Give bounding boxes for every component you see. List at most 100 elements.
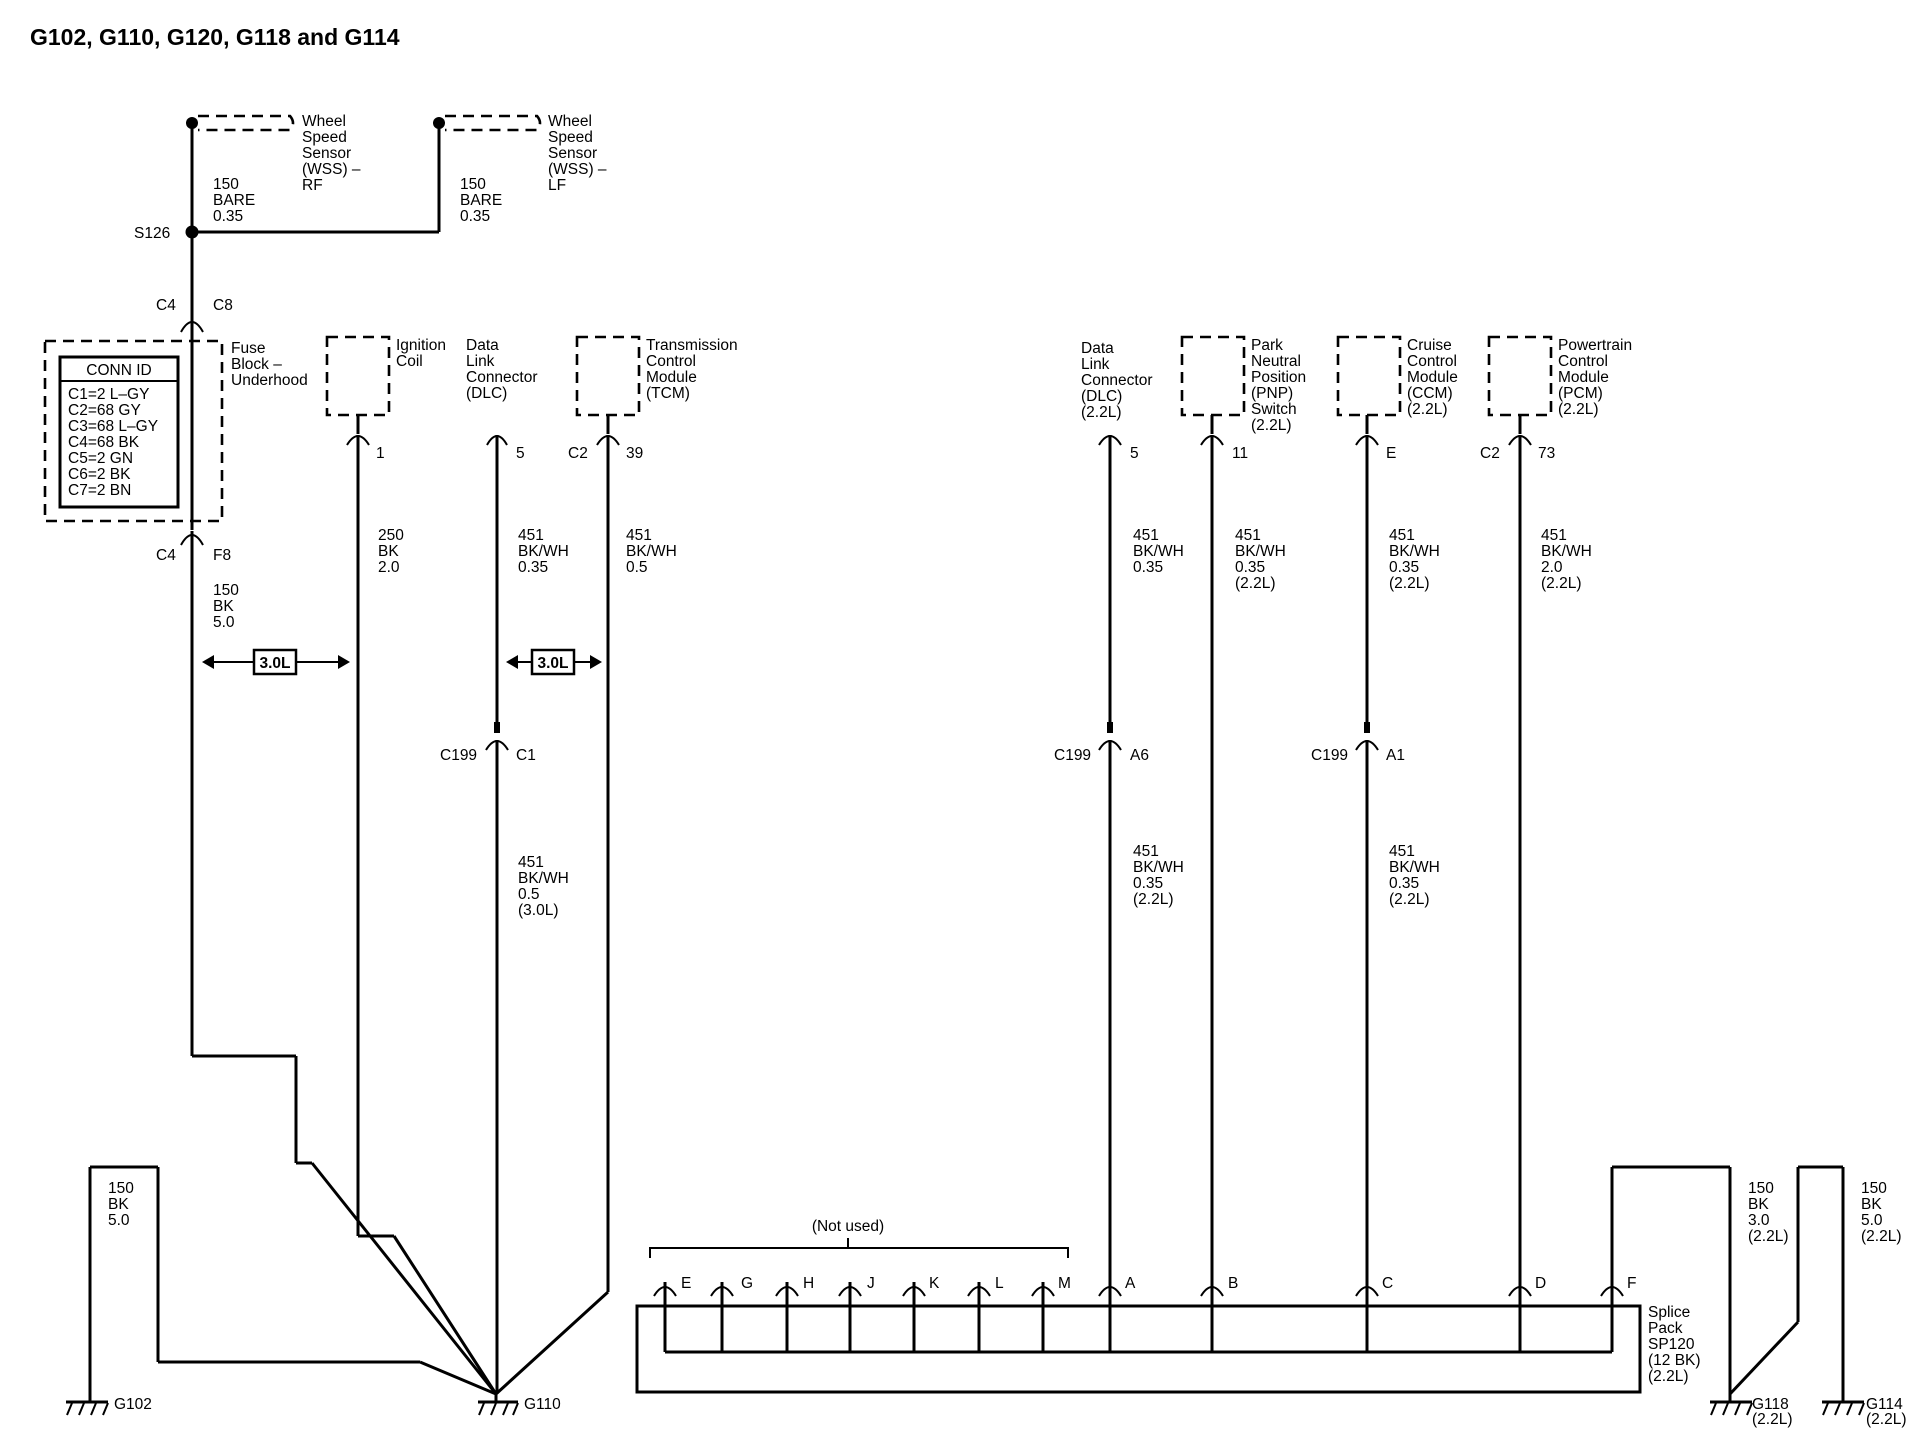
wire-label-dlc22: 451 BK/WH 0.35 bbox=[1133, 527, 1188, 576]
splice-pin-a-label: A bbox=[1125, 1275, 1136, 1292]
splice-pin-m bbox=[1031, 1282, 1055, 1352]
pin-c1: C1 bbox=[516, 747, 536, 764]
splice-s126-label: S126 bbox=[134, 225, 170, 242]
splice-pin-b-label: B bbox=[1228, 1275, 1238, 1292]
wss-rf-label: Wheel Speed Sensor (WSS) – RF bbox=[302, 113, 365, 194]
splice-pin-f bbox=[1600, 1282, 1624, 1352]
conn-id-table: CONN ID C1=2 L–GY C2=68 GY C3=68 L–GY C4… bbox=[58, 355, 180, 509]
option-tag-left: 3.0L bbox=[202, 648, 350, 676]
splice-pin-g-label: G bbox=[741, 1275, 753, 1292]
wss-wires bbox=[185, 123, 441, 318]
splice-pin-f-label: F bbox=[1627, 1275, 1636, 1292]
pnp-wire bbox=[1200, 415, 1224, 1282]
splice-pin-j bbox=[838, 1282, 862, 1352]
splice-pin-l bbox=[967, 1282, 991, 1352]
wire-label-wss-lf: 150 BARE 0.35 bbox=[460, 176, 507, 225]
pin-pnp-11: 11 bbox=[1232, 445, 1248, 462]
dlc-22-label: Data Link Connector (DLC) (2.2L) bbox=[1081, 340, 1157, 421]
pin-c8: C8 bbox=[213, 297, 233, 314]
splice-pin-e-label: E bbox=[681, 1275, 691, 1292]
splice-pin-l-label: L bbox=[995, 1275, 1004, 1292]
pnp-switch-outline bbox=[1180, 335, 1246, 417]
ccm-outline bbox=[1336, 335, 1402, 417]
option-tag-right: 3.0L bbox=[506, 648, 602, 676]
not-used-bracket bbox=[649, 1238, 1069, 1258]
wire-label-fuse-out: 150 BK 5.0 bbox=[213, 582, 243, 631]
wire-label-ign: 250 BK 2.0 bbox=[378, 527, 408, 576]
pin-tcm-39: 39 bbox=[626, 445, 643, 462]
wire-label-g102: 150 BK 5.0 bbox=[108, 1180, 138, 1229]
ignition-coil-label: Ignition Coil bbox=[396, 337, 450, 370]
splice-pin-k bbox=[902, 1282, 926, 1352]
tcm-wire bbox=[494, 415, 620, 1396]
pin-ign-1: 1 bbox=[376, 445, 385, 462]
g118-wire bbox=[1610, 1165, 1732, 1394]
wire-label-dlc-lower: 451 BK/WH 0.5 (3.0L) bbox=[518, 854, 573, 919]
splice-pin-g bbox=[710, 1282, 734, 1352]
pnp-switch-label: Park Neutral Position (PNP) Switch (2.2L… bbox=[1251, 337, 1310, 434]
wire-label-g114: 150 BK 5.0 (2.2L) bbox=[1861, 1180, 1902, 1245]
wire-label-ccm-lower: 451 BK/WH 0.35 (2.2L) bbox=[1389, 843, 1444, 908]
conn-id-rows: C1=2 L–GY C2=68 GY C3=68 L–GY C4=68 BK C… bbox=[68, 386, 162, 499]
ground-g118-label: G118 (2.2L) bbox=[1752, 1396, 1793, 1428]
fuse-block-label: Fuse Block – Underhood bbox=[231, 340, 308, 389]
g102-wire bbox=[88, 1165, 497, 1402]
splice-pin-k-label: K bbox=[929, 1275, 940, 1292]
pin-c199-dlc22: C199 bbox=[1054, 747, 1091, 764]
wire-label-wss-rf: 150 BARE 0.35 bbox=[213, 176, 260, 225]
pcm-wire bbox=[1508, 415, 1532, 1282]
ground-g102-label: G102 bbox=[114, 1396, 152, 1413]
dlc-wire bbox=[485, 435, 509, 1394]
ignition-coil-outline bbox=[325, 335, 391, 417]
tcm-outline bbox=[575, 335, 641, 417]
fuse-block-wire bbox=[180, 318, 498, 1395]
ccm-label: Cruise Control Module (CCM) (2.2L) bbox=[1407, 337, 1462, 418]
pin-c199-ccm: C199 bbox=[1311, 747, 1348, 764]
pin-tcm-c2: C2 bbox=[568, 445, 588, 462]
pin-pcm-c2: C2 bbox=[1480, 445, 1500, 462]
splice-pin-b bbox=[1200, 1282, 1224, 1352]
option-tag-left-label: 3.0L bbox=[259, 655, 290, 672]
pin-pcm-73: 73 bbox=[1538, 445, 1555, 462]
pin-c4-top: C4 bbox=[156, 297, 176, 314]
dlc-label: Data Link Connector (DLC) bbox=[466, 337, 542, 402]
wire-label-pnp: 451 BK/WH 0.35 (2.2L) bbox=[1235, 527, 1290, 592]
splice-pin-d bbox=[1508, 1282, 1532, 1352]
splice-pin-c-label: C bbox=[1382, 1275, 1393, 1292]
splice-pin-c bbox=[1355, 1282, 1379, 1352]
ground-g118-icon bbox=[1710, 1394, 1753, 1416]
wire-label-dlc: 451 BK/WH 0.35 bbox=[518, 527, 573, 576]
wire-label-ccm: 451 BK/WH 0.35 (2.2L) bbox=[1389, 527, 1444, 592]
splice-pin-e bbox=[653, 1282, 677, 1352]
ignition-coil-wire bbox=[346, 415, 498, 1395]
splice-pin-h bbox=[775, 1282, 799, 1352]
option-tag-right-label: 3.0L bbox=[537, 655, 568, 672]
splice-pin-a bbox=[1098, 1282, 1122, 1352]
ground-g102-icon bbox=[66, 1400, 109, 1416]
g114-wire bbox=[1728, 1165, 1845, 1402]
splice-pin-d-label: D bbox=[1535, 1275, 1546, 1292]
pin-dlc22-5: 5 bbox=[1130, 445, 1139, 462]
wire-label-pcm: 451 BK/WH 2.0 (2.2L) bbox=[1541, 527, 1596, 592]
pin-ccm-e: E bbox=[1386, 445, 1396, 462]
tcm-label: Transmission Control Module (TCM) bbox=[646, 337, 742, 402]
splice-pack-label: Splice Pack SP120 (12 BK) (2.2L) bbox=[1648, 1304, 1705, 1385]
splice-pin-m-label: M bbox=[1058, 1275, 1071, 1292]
ground-g110-icon bbox=[478, 1394, 519, 1416]
not-used-label: (Not used) bbox=[812, 1218, 884, 1235]
pin-dlc-5: 5 bbox=[516, 445, 525, 462]
pin-c199-dlc: C199 bbox=[440, 747, 477, 764]
pin-a1: A1 bbox=[1386, 747, 1405, 764]
ccm-wire bbox=[1355, 415, 1379, 1282]
wire-label-tcm: 451 BK/WH 0.5 bbox=[626, 527, 681, 576]
splice-pin-j-label: J bbox=[867, 1275, 875, 1292]
splice-pack-outline bbox=[635, 1304, 1642, 1394]
dlc-22-wire bbox=[1098, 435, 1122, 1282]
page-title: G102, G110, G120, G118 and G114 bbox=[30, 24, 400, 50]
ground-g114-label: G114 (2.2L) bbox=[1866, 1396, 1907, 1428]
wire-label-g118: 150 BK 3.0 (2.2L) bbox=[1748, 1180, 1789, 1245]
wss-rf-sensor: Wheel Speed Sensor (WSS) – RF bbox=[186, 113, 365, 194]
conn-id-header: CONN ID bbox=[86, 362, 151, 379]
ground-g110-label: G110 bbox=[524, 1396, 561, 1413]
